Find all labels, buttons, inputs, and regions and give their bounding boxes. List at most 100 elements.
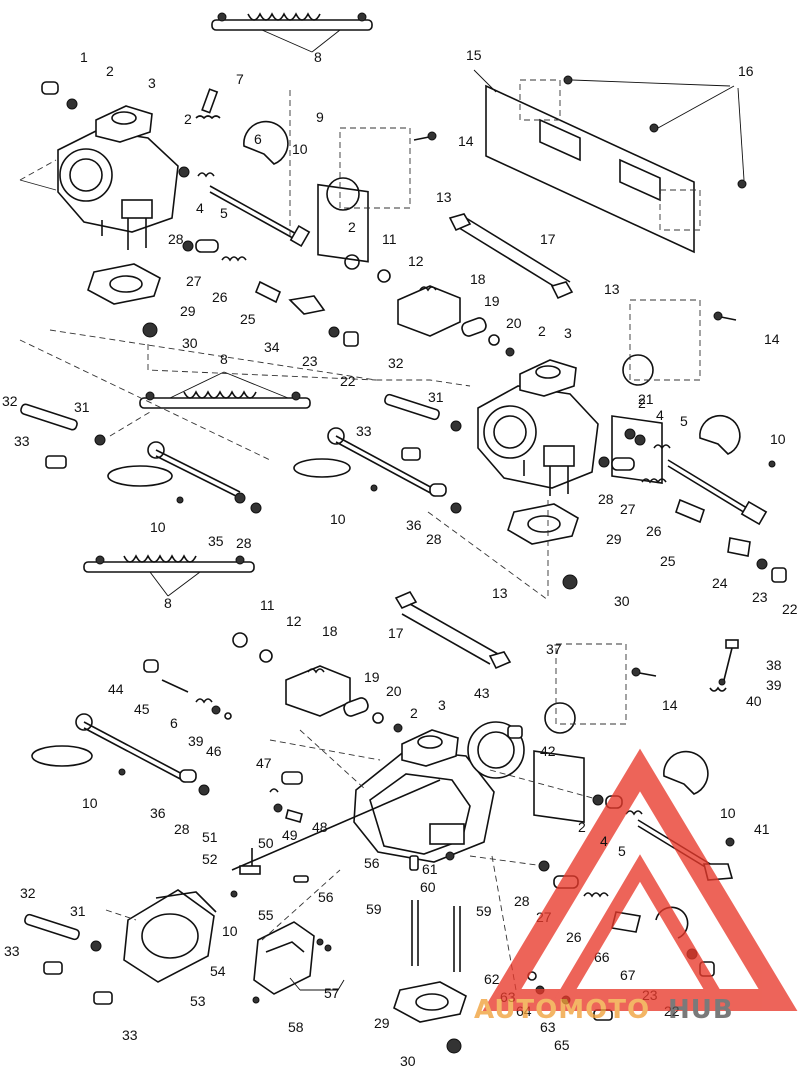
callout-c24: 24 — [712, 575, 728, 591]
callout-c4c: 4 — [600, 833, 608, 849]
callout-c13a: 13 — [436, 189, 452, 205]
pump-cover-parts-53-54 — [123, 889, 217, 983]
callout-c5b: 5 — [680, 413, 688, 429]
callout-c33c: 33 — [4, 943, 20, 959]
callout-c7: 7 — [236, 71, 244, 87]
callout-c10e: 10 — [82, 795, 98, 811]
nut-part-30-upper — [142, 322, 158, 338]
callout-c31c: 31 — [70, 903, 86, 919]
callout-c28d: 28 — [236, 535, 252, 551]
callout-c6b: 6 — [170, 715, 178, 731]
callout-c20a: 20 — [506, 315, 522, 331]
callout-c52: 52 — [202, 851, 218, 867]
callout-c10f: 10 — [720, 805, 736, 821]
callout-c41: 41 — [754, 821, 770, 837]
parts-27-28-26-upper — [182, 239, 247, 262]
callout-c4a: 4 — [196, 200, 204, 216]
callout-c4b: 4 — [656, 407, 664, 423]
callout-c25b: 25 — [660, 553, 676, 569]
callout-c43: 43 — [474, 685, 490, 701]
callout-c29a: 29 — [180, 303, 196, 319]
callout-c10b: 10 — [770, 431, 786, 447]
callout-c19b: 19 — [364, 669, 380, 685]
callout-c31a: 31 — [74, 399, 90, 415]
callout-c57: 57 — [324, 985, 340, 1001]
parts-25-24-22-23-mid — [675, 498, 787, 583]
callout-c59b: 59 — [476, 903, 492, 919]
callout-c2a: 2 — [106, 63, 114, 79]
shaft-part-10-mid — [667, 459, 776, 526]
callout-c29b: 29 — [606, 531, 622, 547]
callout-c67: 67 — [620, 967, 636, 983]
callout-c36b: 36 — [150, 805, 166, 821]
throttle-shaft-middle — [293, 427, 462, 514]
callout-c30a: 30 — [182, 335, 198, 351]
callout-c19a: 19 — [484, 293, 500, 309]
callout-c14c: 14 — [662, 697, 678, 713]
callout-c15: 15 — [466, 47, 482, 63]
plate-part-lower-round — [663, 750, 709, 795]
callout-c11a: 11 — [382, 231, 397, 247]
shaft-spring-middle — [139, 371, 311, 409]
screw-parts-32-31-33-mid — [384, 393, 462, 461]
watermark-brand-left: AUTOMOTO — [474, 995, 650, 1025]
callout-c23b: 23 — [752, 589, 768, 605]
callout-c3a: 3 — [148, 75, 156, 91]
callout-c54: 54 — [210, 963, 226, 979]
parts-44-45-6-39-46 — [143, 659, 232, 720]
callout-c45: 45 — [134, 701, 150, 717]
automotohub-watermark: AUTOMOTO HUB — [474, 748, 798, 1025]
callout-c28a: 28 — [168, 231, 184, 247]
callout-c38: 38 — [766, 657, 782, 673]
gasket-part-29-mid — [507, 503, 579, 545]
screw-parts-32-31-33-lower — [24, 913, 113, 1005]
callout-c26a: 26 — [212, 289, 228, 305]
callout-c65: 65 — [554, 1037, 570, 1053]
callout-c59a: 59 — [366, 901, 382, 917]
carburetor-body-lower — [353, 721, 525, 863]
gasket-part-29-upper — [87, 263, 161, 305]
callout-c3c: 3 — [438, 697, 446, 713]
callout-c33d: 33 — [122, 1027, 138, 1043]
pins-part-56 — [293, 851, 455, 883]
callout-c32b: 32 — [2, 393, 18, 409]
parts-27-28-26-mid — [598, 456, 667, 484]
callout-c36a: 36 — [406, 517, 422, 533]
callout-c22a: 22 — [340, 373, 356, 389]
callout-c60: 60 — [420, 879, 436, 895]
watermark-triangle-inner — [549, 854, 731, 1007]
shaft-spring-top — [211, 12, 373, 53]
nut-part-30-mid — [562, 574, 578, 590]
parts-2-4-5-mid — [624, 428, 671, 450]
callout-c2c: 2 — [348, 219, 356, 235]
callout-c2b: 2 — [184, 111, 192, 127]
callout-c33a: 33 — [356, 423, 372, 439]
callout-c28c: 28 — [426, 531, 442, 547]
washer-part-2-upper — [66, 98, 78, 110]
parts-4-5-upper — [178, 166, 215, 178]
callout-c2g: 2 — [578, 819, 586, 835]
callout-c32c: 32 — [20, 885, 36, 901]
callout-c8c: 8 — [164, 595, 172, 611]
callout-c53: 53 — [190, 993, 206, 1009]
pump-body-part-55 — [252, 921, 345, 1004]
needle-part-7 — [201, 88, 219, 114]
callout-c27a: 27 — [186, 273, 202, 289]
adapter-part-21 — [611, 299, 701, 484]
spring-part-6-upper — [195, 115, 221, 120]
callout-c1: 1 — [80, 49, 88, 65]
callout-c2d: 2 — [538, 323, 546, 339]
callout-c25a: 25 — [240, 311, 256, 327]
callout-c13c: 13 — [492, 585, 508, 601]
callout-c50: 50 — [258, 835, 274, 851]
callout-c27b: 27 — [620, 501, 636, 517]
callout-c31b: 31 — [428, 389, 444, 405]
callout-c51: 51 — [202, 829, 218, 845]
nut-part-30-lower — [446, 1038, 462, 1054]
parts-38-39-40 — [709, 639, 739, 692]
callout-c17a: 17 — [540, 231, 556, 247]
shaft-part-10-upper — [209, 185, 311, 248]
callout-c10c: 10 — [330, 511, 346, 527]
